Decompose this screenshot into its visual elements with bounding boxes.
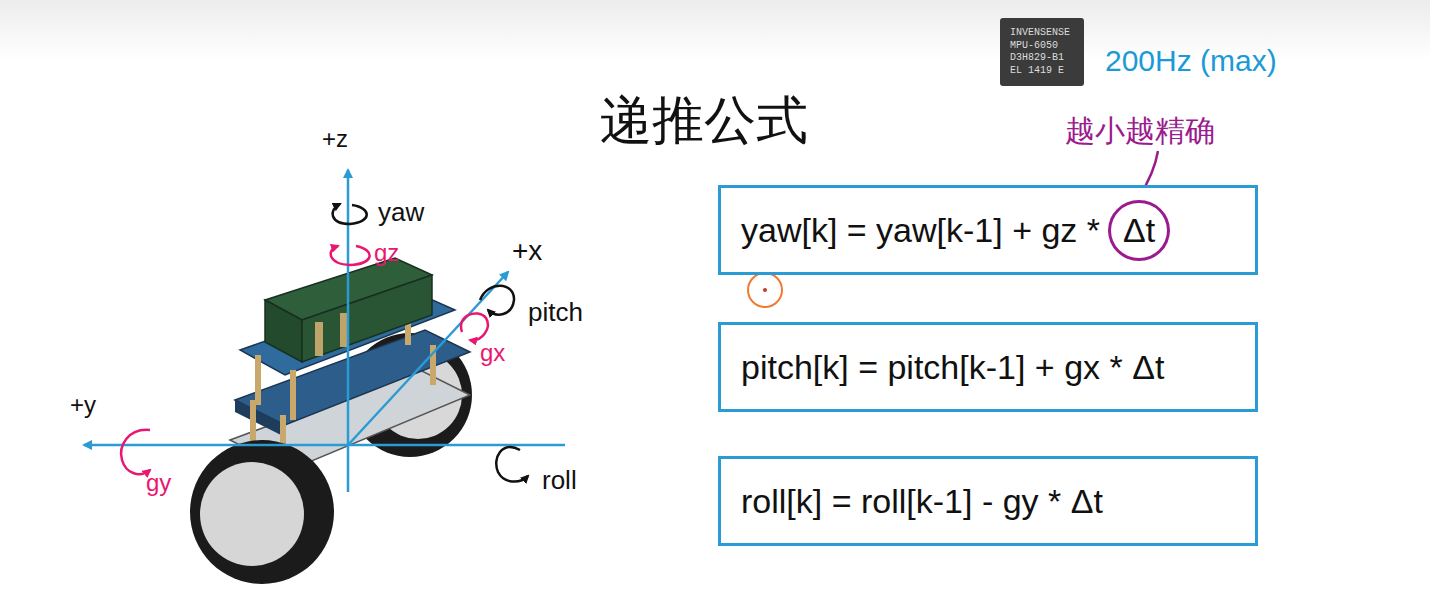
axis-label: gy [146,470,171,496]
axis-label: gz [374,240,399,266]
axis-label: +z [322,126,348,152]
node-text: yaw[k] = yaw[k-1] + gz * [741,211,1100,250]
axis-label: 越小越精确 [1065,114,1215,147]
node-text: Δt [1123,211,1155,250]
node-text: pitch[k] = pitch[k-1] + gx * Δt [741,348,1164,387]
diagram-title: 递推公式 [600,92,808,149]
axis-label: +x [512,236,542,267]
formula-box: roll[k] = roll[k-1] - gy * Δt [718,456,1258,546]
formula-box: yaw[k] = yaw[k-1] + gz * Δt [718,185,1258,275]
node-text: roll[k] = roll[k-1] - gy * Δt [741,482,1103,521]
axis-label: +y [70,392,96,418]
axis-label: 200Hz (max) [1105,44,1277,77]
node-text: INVENSENSE MPU-6050 D3H829-B1 EL 1419 E [1010,27,1074,77]
axis-label: gx [480,340,505,366]
formula-box: pitch[k] = pitch[k-1] + gx * Δt [718,322,1258,412]
axis-label: roll [542,466,577,495]
highlight-circle: Δt [1108,200,1170,261]
axis-label: yaw [378,198,424,227]
axis-label: pitch [528,298,583,327]
chip-photo: INVENSENSE MPU-6050 D3H829-B1 EL 1419 E [1000,18,1084,86]
